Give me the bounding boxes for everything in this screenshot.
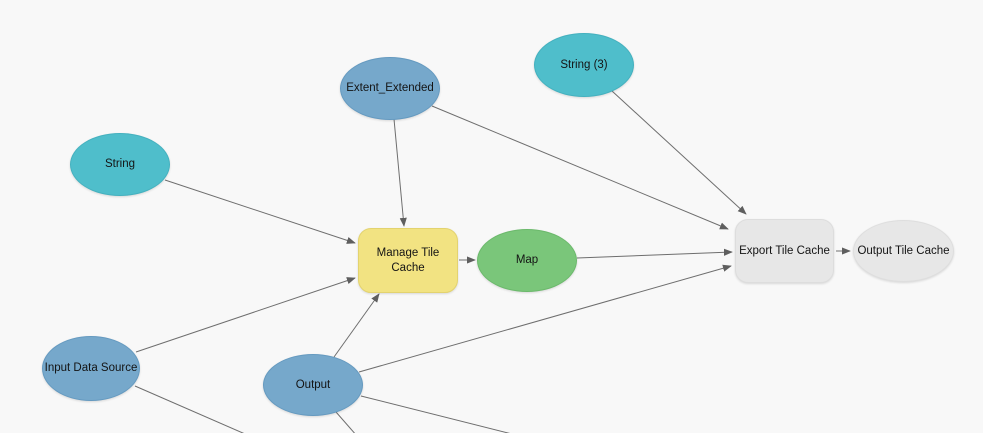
node-label-manage-tile-cache: Manage Tile Cache [376, 246, 440, 274]
node-manage-tile-cache[interactable]: Manage Tile Cache [358, 228, 458, 293]
connector-string-3-to-export-tile-cache [611, 90, 747, 215]
connector-input-data-source-to-manage-tile-cache [135, 277, 356, 353]
connector-string-to-manage-tile-cache [164, 179, 356, 244]
node-label-output: Output [295, 378, 331, 391]
node-string-3[interactable]: String (3) [534, 33, 634, 97]
node-extent-extended[interactable]: Extent_Extended [340, 57, 440, 120]
connector-output-to-offscreen-right [360, 395, 511, 433]
node-label-map: Map [515, 254, 539, 267]
node-output[interactable]: Output [263, 354, 363, 416]
node-label-output-tile-cache: Output Tile Cache [857, 244, 950, 257]
connector-extent-extended-to-manage-tile-cache [393, 118, 407, 227]
connector-input-data-source-to-offscreen [134, 385, 245, 433]
connector-map-to-export-tile-cache [576, 248, 733, 259]
node-label-input-data-source: Input Data Source [44, 362, 138, 375]
node-label-export-tile-cache: Export Tile Cache [739, 244, 830, 257]
node-string[interactable]: String [70, 133, 170, 196]
node-label-extent-extended: Extent_Extended [346, 82, 434, 95]
node-label-string: String [104, 158, 136, 171]
connector-output-to-export-tile-cache [358, 264, 732, 373]
connector-output-to-manage-tile-cache [333, 293, 380, 358]
node-map[interactable]: Map [477, 229, 577, 292]
node-label-string-3: String (3) [560, 58, 608, 71]
node-input-data-source[interactable]: Input Data Source [42, 336, 140, 401]
node-output-tile-cache[interactable]: Output Tile Cache [853, 220, 954, 282]
node-export-tile-cache[interactable]: Export Tile Cache [735, 219, 834, 283]
connector-extent-extended-to-export-tile-cache [431, 105, 729, 230]
connector-output-to-offscreen-bottom [335, 411, 356, 433]
